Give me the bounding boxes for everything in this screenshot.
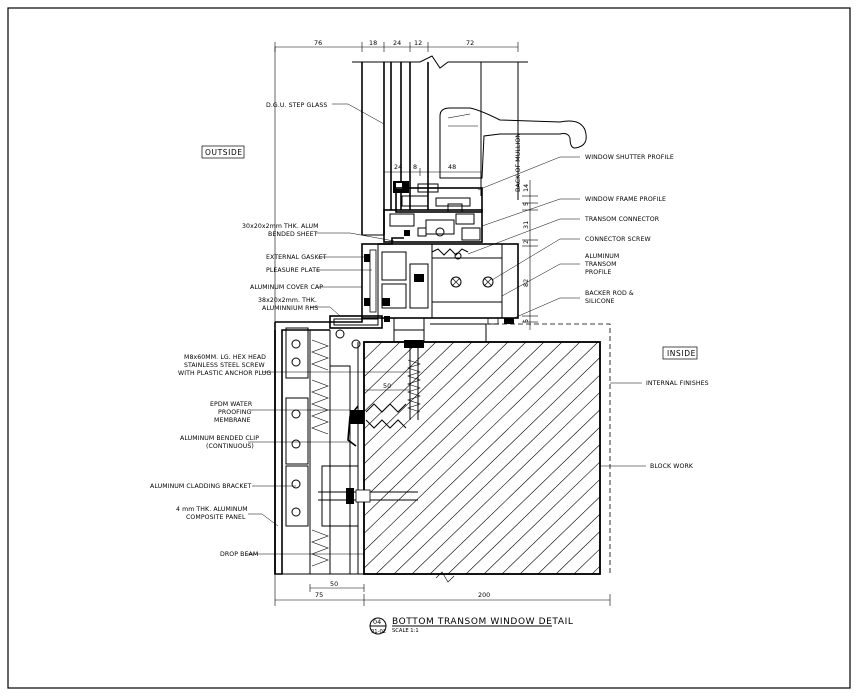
dim-glass-48: 48 — [448, 163, 456, 171]
block-work-hatch-line — [364, 342, 563, 534]
window-handle — [439, 107, 587, 179]
dgu-step-glass — [352, 55, 528, 236]
block-work-hatch-line — [537, 513, 600, 574]
right-callouts: WINDOW SHUTTER PROFILE WINDOW FRAME PROF… — [467, 154, 709, 470]
block-work-hatch-line — [364, 342, 455, 430]
anchor-screw — [318, 340, 424, 504]
block-work-hatch-line — [519, 496, 600, 574]
window-profiles — [383, 183, 483, 243]
dim-v-31: 31 — [522, 221, 530, 229]
dim-glass-24: 24 — [394, 163, 402, 171]
outside-tag: OUTSIDE — [205, 148, 243, 157]
block-work-hatch-line — [411, 391, 600, 574]
block-work-hatch-line — [393, 374, 600, 574]
sheet-reference: 01-02 — [371, 629, 386, 635]
block-work — [363, 341, 850, 575]
block-work-hatch-line — [429, 409, 600, 574]
block-work-hatch-line — [375, 357, 600, 574]
dim-top-18: 18 — [369, 39, 377, 47]
label-hex-screw-2: STAINLESS STEEL SCREW — [184, 362, 265, 369]
block-work-hatch-line — [465, 444, 600, 574]
block-work-hatch-line — [483, 461, 600, 574]
block-work-hatch-line — [364, 342, 599, 569]
block-work-hatch-line — [364, 342, 437, 413]
label-bended-sheet-2: BENDED SHEET — [268, 231, 318, 238]
block-work-hatch-line — [364, 342, 527, 500]
detail-number: 04 — [373, 618, 381, 626]
dim-v-2: 2 — [522, 240, 530, 244]
label-transom-connector: TRANSOM CONNECTOR — [584, 216, 660, 223]
label-internal-finishes: INTERNAL FINISHES — [646, 380, 709, 387]
alum-bended-sheet — [378, 237, 404, 245]
label-connector-screw: CONNECTOR SCREW — [585, 236, 651, 243]
block-work-hatch-line — [364, 342, 581, 552]
label-epdm-3: MEMBRANE — [214, 417, 250, 424]
dim-v-14: 14 — [522, 184, 530, 192]
sheet-border — [7, 7, 851, 689]
top-dimension-chain: 76 18 24 12 72 — [274, 39, 519, 52]
dim-v-5: 5 — [522, 202, 530, 206]
label-composite-panel-2: COMPOSITE PANEL — [186, 514, 246, 521]
label-bended-sheet-1: 30x20x2mm THK. ALUM — [242, 223, 319, 230]
back-of-mullion-label: BACK OF MULLION — [514, 133, 522, 192]
dim-bottom-200: 200 — [478, 591, 490, 599]
label-frame-profile: WINDOW FRAME PROFILE — [585, 196, 666, 203]
block-work-hatch-line — [591, 565, 600, 574]
detail-title-block: 04 01-02 BOTTOM TRANSOM WINDOW DETAIL SC… — [369, 617, 573, 635]
left-callouts: D.G.U. STEP GLASS 30x20x2mm THK. ALUM BE… — [150, 102, 410, 558]
vertical-dimension-chain: 14 5 31 2 82 5 — [522, 180, 538, 330]
block-work-hatch-line — [364, 342, 491, 465]
dim-bottom-75: 75 — [315, 591, 323, 599]
block-work-hatch-line — [364, 342, 473, 447]
label-bended-clip-1: ALUMINUM BENDED CLIP — [180, 435, 259, 442]
bottom-dimension-chain: 50 75 200 — [274, 571, 611, 606]
label-rhs-2: ALUMINNIUM RHS — [262, 305, 318, 312]
label-epdm-1: EPDM WATER — [210, 401, 253, 408]
label-pleasure-plate: PLEASURE PLATE — [266, 267, 320, 274]
label-epdm-2: PROOFING — [218, 409, 251, 416]
block-work-hatch-line — [501, 478, 600, 574]
label-bended-clip-2: (CONTINUOUS) — [206, 443, 254, 450]
label-transom-profile-1: ALUMINUM — [585, 253, 619, 260]
block-work-hatch-line — [447, 426, 600, 574]
dim-top-76: 76 — [314, 39, 322, 47]
inside-tag-box — [662, 346, 698, 360]
detail-scale: SCALE 1:1 — [392, 628, 419, 634]
label-transom-profile-3: PROFILE — [585, 269, 611, 276]
label-external-gasket: EXTERNAL GASKET — [266, 254, 327, 261]
detail-title: BOTTOM TRANSOM WINDOW DETAIL — [392, 617, 573, 627]
label-backer-rod-2: SILICONE — [585, 298, 615, 305]
internal-finishes-line — [486, 323, 611, 574]
label-shutter-profile: WINDOW SHUTTER PROFILE — [585, 154, 674, 161]
block-work-hatch-line — [364, 342, 509, 482]
dim-top-12: 12 — [414, 39, 422, 47]
aluminum-transom-profile — [361, 243, 519, 319]
dim-top-72: 72 — [466, 39, 474, 47]
dim-bottom-50: 50 — [330, 580, 338, 588]
label-composite-panel-1: 4 mm THK. ALUMINUM — [176, 506, 248, 513]
block-work-hatch-line — [364, 342, 545, 517]
block-work-hatch-line — [610, 342, 850, 574]
dim-mid-50: 50 — [383, 382, 391, 390]
label-backer-rod-1: BACKER ROD & — [585, 290, 634, 297]
outside-tag-box — [201, 145, 245, 159]
glass-dimension-chain: 24 8 48 — [383, 163, 482, 176]
dim-top-24: 24 — [393, 39, 401, 47]
block-work-hatch-line — [364, 342, 419, 395]
block-work-hatch-line — [555, 531, 600, 574]
cladding-assembly — [274, 327, 364, 575]
label-block-work: BLOCK WORK — [650, 463, 694, 470]
label-hex-screw-1: M8x60MM. LG. HEX HEAD — [184, 354, 266, 361]
label-drop-beam: DROP BEAM — [220, 551, 258, 558]
dim-v-5b: 5 — [522, 319, 530, 323]
label-cladding-bracket: ALUMINUM CLADDING BRACKET — [150, 483, 252, 490]
inside-tag: INSIDE — [667, 349, 696, 358]
label-dgu-step-glass: D.G.U. STEP GLASS — [266, 102, 327, 109]
label-cover-cap: ALUMINUM COVER CAP — [250, 284, 323, 291]
dim-glass-8: 8 — [413, 163, 417, 171]
label-transom-profile-2: TRANSOM — [584, 261, 617, 268]
label-hex-screw-3: WITH PLASTIC ANCHOR PLUG — [178, 370, 271, 377]
label-rhs-1: 38x20x2mm. THK. — [258, 297, 317, 304]
